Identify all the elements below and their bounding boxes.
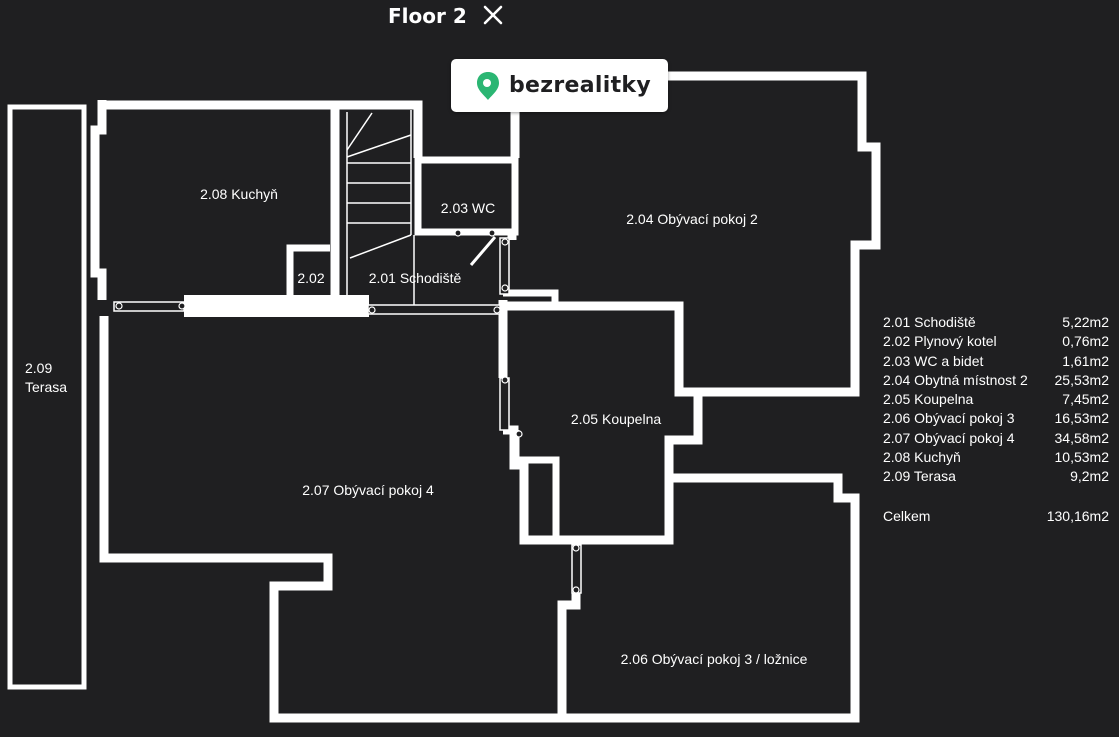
wall-living4 xyxy=(99,316,562,723)
wall-wc xyxy=(414,156,519,236)
room-label-2-08: 2.08 Kuchyň xyxy=(200,186,278,202)
area-total-row: Celkem 130,16m2 xyxy=(883,507,1109,526)
area-room-value: 25,53m2 xyxy=(1054,371,1109,388)
area-room-name: 2.09 Terasa xyxy=(883,468,956,485)
floor-title: Floor 2 xyxy=(388,4,467,28)
area-row: 2.05 Koupelna 7,45m2 xyxy=(883,390,1109,409)
area-room-value: 10,53m2 xyxy=(1054,449,1109,466)
area-summary: 2.01 Schodiště 5,22m2 2.02 Plynový kotel 0,… xyxy=(883,313,1109,526)
wall-living2 xyxy=(668,71,881,397)
close-icon xyxy=(483,5,503,25)
wall-bathroom-inner xyxy=(512,430,560,540)
terrace-outline xyxy=(7,104,87,690)
area-room-name: 2.06 Obývací pokoj 3 xyxy=(883,410,1015,427)
room-label-2-05: 2.05 Koupelna xyxy=(571,411,662,427)
room-label-2-09-number: 2.09 xyxy=(25,360,52,376)
area-row: 2.04 Obytná místnost 2 25,53m2 xyxy=(883,371,1109,390)
area-total-value: 130,16m2 xyxy=(1046,507,1109,524)
area-row: 2.06 Obývací pokoj 3 16,53m2 xyxy=(883,409,1109,428)
area-room-value: 16,53m2 xyxy=(1054,410,1109,427)
room-label-2-02: 2.02 xyxy=(297,270,324,286)
room-label-2-06: 2.06 Obývací pokoj 3 / ložnice xyxy=(621,651,808,667)
staircase xyxy=(346,110,415,305)
area-room-value: 34,58m2 xyxy=(1054,429,1109,446)
area-room-value: 1,61m2 xyxy=(1062,352,1109,369)
area-room-value: 5,22m2 xyxy=(1062,314,1109,330)
area-room-value: 9,2m2 xyxy=(1070,468,1109,485)
area-room-name: 2.08 Kuchyň xyxy=(883,449,961,466)
area-row: 2.01 Schodiště 5,22m2 xyxy=(883,313,1109,332)
area-row: 2.02 Plynový kotel 0,76m2 xyxy=(883,332,1109,351)
wall-boiler xyxy=(286,244,330,300)
area-room-name: 2.04 Obytná místnost 2 xyxy=(883,371,1028,388)
doors xyxy=(113,229,582,594)
wall-kitchen-north xyxy=(102,100,423,158)
room-label-2-04: 2.04 Obývací pokoj 2 xyxy=(626,211,758,227)
room-label-2-03: 2.03 WC xyxy=(441,200,495,216)
area-room-name: 2.03 WC a bidet xyxy=(883,352,984,369)
viewer-header: Floor 2 xyxy=(0,0,1119,32)
wall-living3 xyxy=(557,473,860,723)
area-row: 2.09 Terasa 9,2m2 xyxy=(883,467,1109,486)
area-row: 2.07 Obývací pokoj 4 34,58m2 xyxy=(883,429,1109,448)
brand-name: bezrealitky xyxy=(509,73,651,98)
area-room-name: 2.01 Schodiště xyxy=(883,314,976,330)
close-button[interactable] xyxy=(481,3,505,27)
area-row: 2.08 Kuchyň 10,53m2 xyxy=(883,448,1109,467)
room-label-2-09-name: Terasa xyxy=(25,379,67,395)
area-room-value: 7,45m2 xyxy=(1062,391,1109,408)
wall-partition xyxy=(184,295,369,317)
map-pin-icon xyxy=(477,71,499,100)
room-label-2-01: 2.01 Schodiště xyxy=(369,270,462,286)
area-room-value: 0,76m2 xyxy=(1062,333,1109,350)
brand-logo: bezrealitky xyxy=(451,59,668,112)
area-room-name: 2.07 Obývací pokoj 4 xyxy=(883,429,1015,446)
wall-kitchen-west xyxy=(90,100,107,300)
area-room-name: 2.05 Koupelna xyxy=(883,391,974,408)
area-room-name: 2.02 Plynový kotel xyxy=(883,333,997,350)
area-total-label: Celkem xyxy=(883,507,931,524)
area-row: 2.03 WC a bidet 1,61m2 xyxy=(883,352,1109,371)
room-label-2-07: 2.07 Obývací pokoj 4 xyxy=(302,482,434,498)
